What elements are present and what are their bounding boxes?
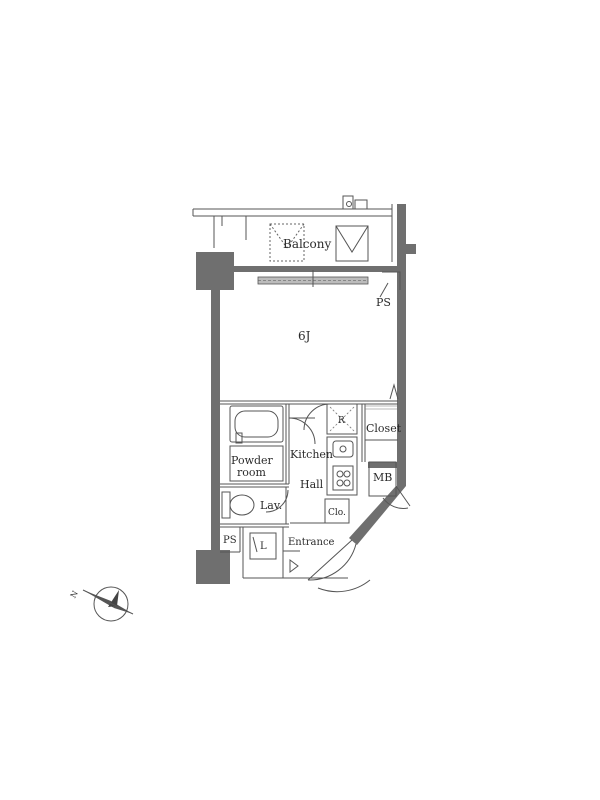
bathtub [229, 405, 284, 444]
interior-lines [220, 400, 398, 579]
balcony-area [192, 195, 393, 262]
hall-label: Hall [300, 478, 324, 491]
kitchen-label: Kitchen [290, 448, 333, 461]
entrance-step [289, 559, 299, 573]
clo-label: Clo. [328, 508, 346, 518]
closet-door [365, 405, 398, 410]
outdoor-unit-right [335, 225, 369, 262]
mb-label: MB [373, 471, 392, 484]
ps-bottom-label: PS [223, 535, 237, 546]
powder-room-label-2: room [237, 466, 267, 479]
stove [332, 465, 354, 491]
laundry-label: L [260, 541, 267, 552]
toilet [221, 491, 255, 519]
closet-label: Closet [366, 422, 402, 435]
ps-top-label: PS [376, 296, 391, 309]
fridge-space [329, 406, 355, 432]
lav-label: Lav. [260, 499, 282, 512]
compass-north-label: N [69, 589, 80, 600]
laundry-pan [249, 532, 277, 560]
window-sash [257, 270, 369, 287]
outdoor-unit-left [269, 223, 305, 262]
fridge-label: R [338, 416, 345, 426]
entrance-label: Entrance [288, 537, 335, 548]
doors [265, 271, 411, 593]
balcony-label: Balcony [283, 237, 331, 251]
washbasin [229, 445, 284, 482]
powder-room-label-1: Powder [231, 454, 274, 467]
main-room-label: 6J [298, 329, 311, 343]
compass-icon [82, 586, 134, 622]
walls [196, 204, 416, 584]
kitchen-sink [332, 440, 354, 458]
